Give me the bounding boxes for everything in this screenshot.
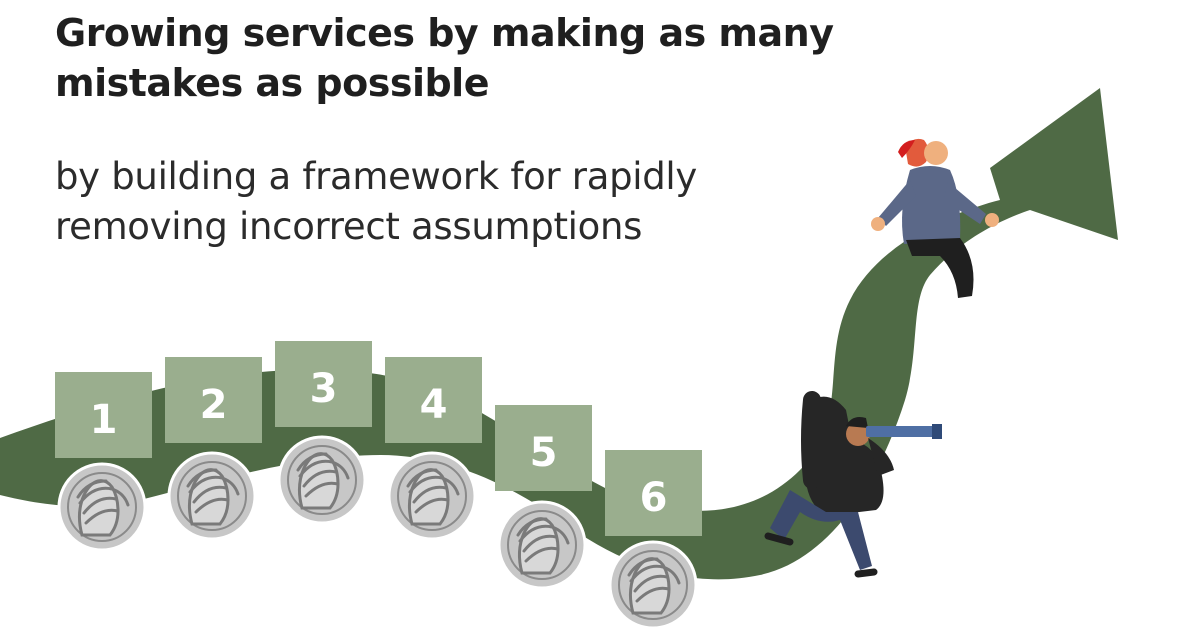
person-with-telescope-icon — [764, 391, 942, 578]
facepalm-icon — [608, 540, 698, 630]
facepalm-icon — [277, 435, 367, 525]
subtitle-line-2: removing incorrect assumptions — [55, 205, 643, 248]
page-title: Growing services by making as many mista… — [55, 8, 834, 108]
step-box-6: 6 — [605, 450, 702, 536]
step-box-4: 4 — [385, 357, 482, 443]
facepalm-icon — [497, 500, 587, 590]
step-box-2: 2 — [165, 357, 262, 443]
step-box-5: 5 — [495, 405, 592, 491]
step-label-6: 6 — [640, 475, 668, 521]
title-line-2: mistakes as possible — [55, 61, 489, 105]
step-label-1: 1 — [90, 397, 118, 443]
step-box-3: 3 — [275, 341, 372, 427]
step-box-1: 1 — [55, 372, 152, 458]
step-label-4: 4 — [420, 382, 448, 428]
facepalm-icon — [57, 462, 147, 552]
subtitle-line-1: by building a framework for rapidly — [55, 155, 698, 198]
title-line-1: Growing services by making as many — [55, 11, 834, 55]
walking-woman-icon — [871, 138, 999, 298]
page-subtitle: by building a framework for rapidly remo… — [55, 152, 697, 252]
facepalm-icon — [387, 451, 477, 541]
step-label-2: 2 — [200, 382, 228, 428]
facepalm-icon — [167, 451, 257, 541]
step-label-5: 5 — [530, 430, 558, 476]
step-label-3: 3 — [310, 366, 338, 412]
